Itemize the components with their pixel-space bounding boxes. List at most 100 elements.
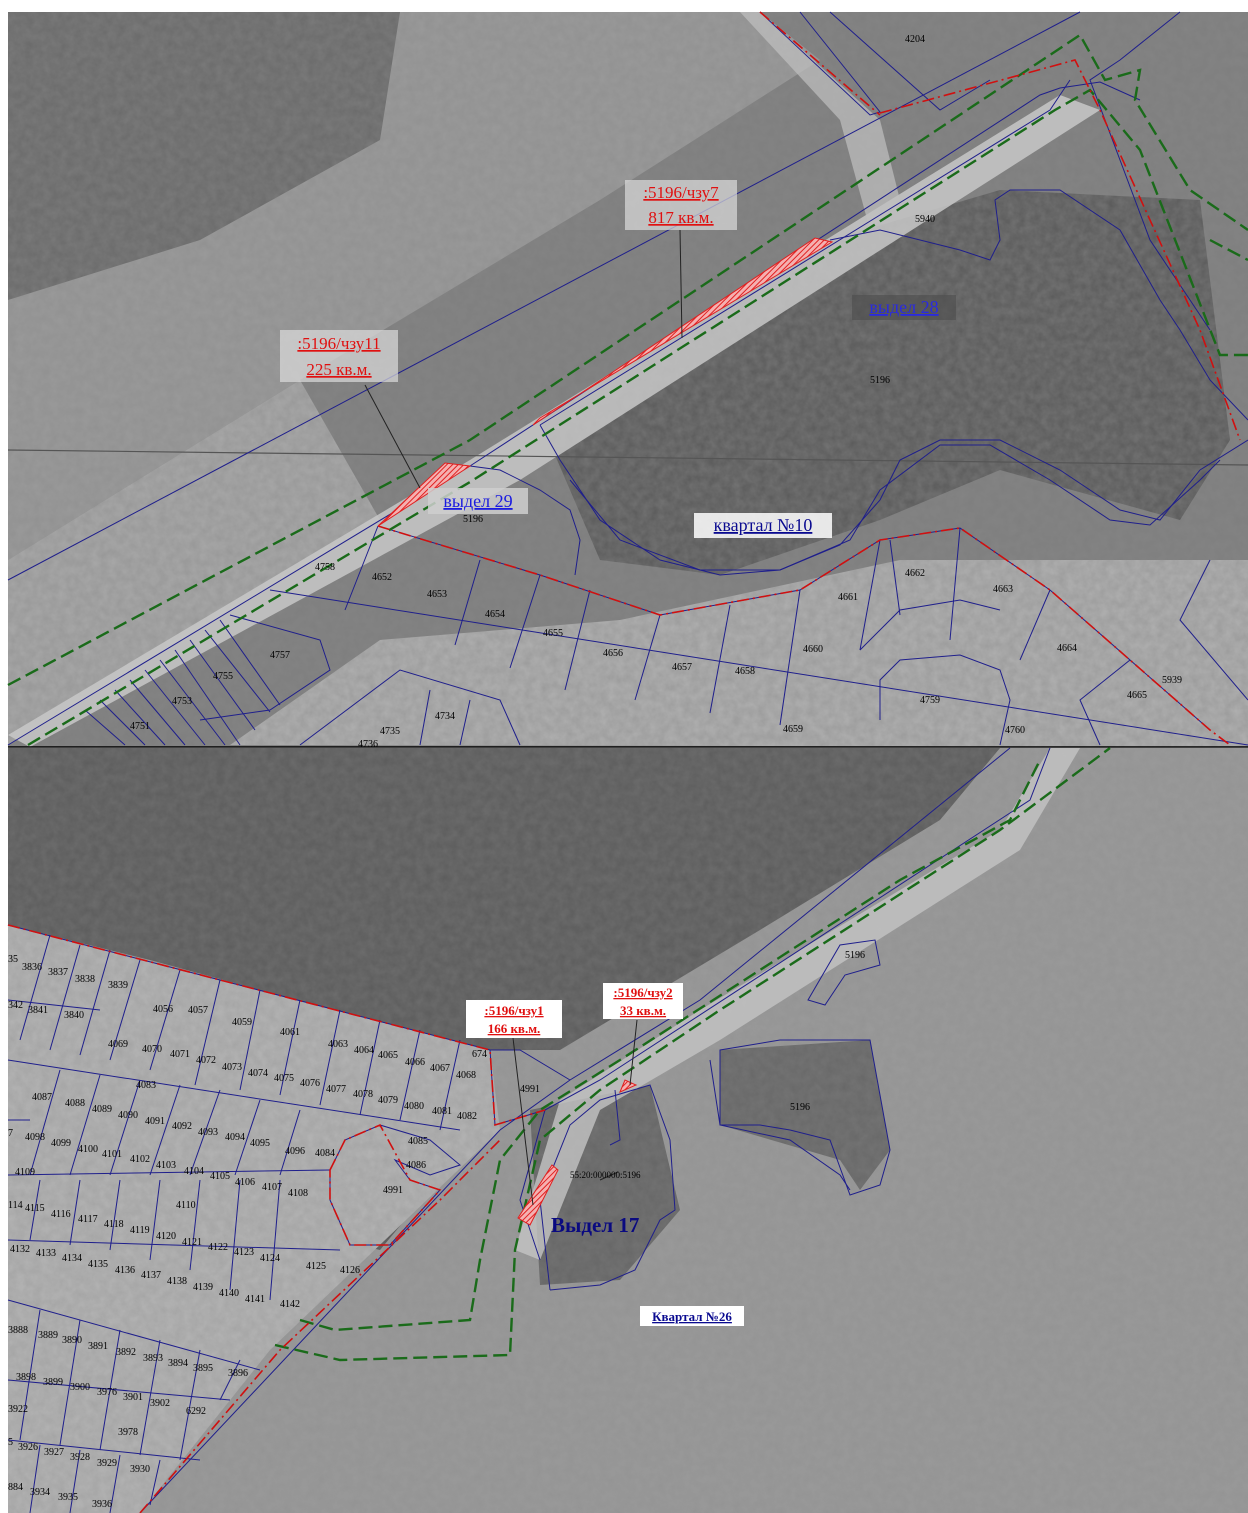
parcel-number: 4084 (315, 1148, 335, 1159)
label-bg (466, 1000, 562, 1038)
parcel-number: 4657 (672, 662, 692, 673)
parcel-number: 3888 (8, 1325, 28, 1336)
parcel-number: 3902 (150, 1398, 170, 1409)
parcel-number: 3837 (48, 967, 68, 978)
parcel-number: 4069 (108, 1039, 128, 1050)
parcel-number: 4100 (78, 1144, 98, 1155)
parcel-number: 4063 (328, 1039, 348, 1050)
parcel-number: 4102 (130, 1154, 150, 1165)
parcel-number: 4099 (51, 1138, 71, 1149)
parcel-number: 3836 (22, 962, 42, 973)
parcel-number: 4138 (167, 1276, 187, 1287)
parcel-number: 4755 (213, 671, 233, 682)
parcel-number: 4075 (274, 1073, 294, 1084)
parcel-number: 4142 (280, 1299, 300, 1310)
parcel-number: 4665 (1127, 690, 1147, 701)
leader-line (599, 1171, 619, 1181)
parcel-number: 5196 (463, 514, 483, 525)
parcel-number: 4064 (354, 1045, 374, 1056)
parcel-number: 4663 (993, 584, 1013, 595)
parcel-number: 4115 (25, 1203, 45, 1214)
parcel-number: 4991 (520, 1084, 540, 1095)
parcel-number: 3922 (8, 1404, 28, 1415)
parcel-number: 884 (8, 1482, 23, 1493)
parcel-number: 4089 (92, 1104, 112, 1115)
vydel-29-label: выдел 29 (443, 491, 512, 511)
parcel-number: 4072 (196, 1055, 216, 1066)
parcel-number: 4081 (432, 1106, 452, 1117)
parcel-number: 3896 (228, 1368, 248, 1379)
parcel-number: 4094 (225, 1132, 245, 1143)
parcel-number: 4071 (170, 1049, 190, 1060)
parcel-number: 4139 (193, 1282, 213, 1293)
parcel-number: 4091 (145, 1116, 165, 1127)
parcel-number: 3889 (38, 1330, 58, 1341)
parcel-number: 4065 (378, 1050, 398, 1061)
parcel-number: 4086 (406, 1160, 426, 1171)
parcel-number: 4098 (25, 1132, 45, 1143)
parcel-number: 4095 (250, 1138, 270, 1149)
parcel-number: 4077 (326, 1084, 346, 1095)
leader-line (512, 1037, 534, 1206)
zone-chzu1-area-label: 166 кв.м. (488, 1021, 541, 1036)
vydel-17-label: Выдел 17 (551, 1213, 639, 1237)
label-bg (280, 330, 398, 382)
parcel-number: 4654 (485, 609, 505, 620)
parcel-number: 4735 (380, 726, 400, 737)
parcel-number: 4991 (383, 1185, 403, 1196)
parcel-number: 4122 (208, 1242, 228, 1253)
leader-line (364, 384, 421, 489)
parcel-number: 4082 (457, 1111, 477, 1122)
parcel-number: 4759 (920, 695, 940, 706)
parcel-number: 4117 (78, 1214, 98, 1225)
parcel-number: 4653 (427, 589, 447, 600)
parcel-number: 4092 (172, 1121, 192, 1132)
parcel-number: 3899 (43, 1377, 63, 1388)
parcel-number: 4103 (156, 1160, 176, 1171)
parcel-number: 4758 (315, 562, 335, 573)
parcel-number: 4110 (176, 1200, 196, 1211)
vydel-28-label: выдел 28 (869, 297, 938, 317)
parcel-number: 3841 (28, 1005, 48, 1016)
parcel-number: 4104 (184, 1166, 204, 1177)
parcel-number: 4124 (260, 1253, 280, 1264)
parcel-number: 4093 (198, 1127, 218, 1138)
parcel-number: 4078 (353, 1089, 373, 1100)
parcel-number: 4061 (280, 1027, 300, 1038)
parcel-number: 4120 (156, 1231, 176, 1242)
parcel-number: 4108 (288, 1188, 308, 1199)
parcel-number: 35 (8, 954, 18, 965)
parcel-number: 6292 (186, 1406, 206, 1417)
zone-chzu11-label: :5196/чзу11 (297, 334, 380, 353)
parcel-number: 5196 (870, 375, 890, 386)
parcel-number: 114 (8, 1200, 23, 1211)
parcel-number: 3898 (16, 1372, 36, 1383)
zone-chzu11-area (377, 462, 472, 527)
parcel-number: 4066 (405, 1057, 425, 1068)
parcel-number: 3930 (130, 1464, 150, 1475)
parcel-number: 4076 (300, 1078, 320, 1089)
parcel-numbers: 35 3836 3837 3838 3839 342 3841 3840 405… (8, 950, 865, 1510)
zone-chzu2-label: :5196/чзу2 (613, 985, 672, 1000)
parcel-number: 4123 (234, 1247, 254, 1258)
parcel-number: 342 (8, 1000, 23, 1011)
parcel-number: 4109 (15, 1167, 35, 1178)
parcel-number: 4121 (182, 1237, 202, 1248)
zone-chzu1-area (517, 1164, 559, 1226)
parcel-number: 4107 (262, 1182, 282, 1193)
parcel-number: 4753 (172, 696, 192, 707)
parcel-number: 4661 (838, 592, 858, 603)
cadastral-number: 55:20:000000:5196 (570, 1170, 641, 1180)
parcel-number: 3894 (168, 1358, 188, 1369)
parcel-number: 4751 (130, 721, 150, 732)
parcel-number: 4070 (142, 1044, 162, 1055)
parcel-number: 3893 (143, 1353, 163, 1364)
label-bg (852, 295, 956, 320)
parcel-number: 4659 (783, 724, 803, 735)
parcel-number: 4073 (222, 1062, 242, 1073)
parcel-number: 5 (8, 1437, 13, 1448)
leader-line (629, 1019, 638, 1086)
limit-line (377, 11, 1241, 746)
parcel-number: 4656 (603, 648, 623, 659)
